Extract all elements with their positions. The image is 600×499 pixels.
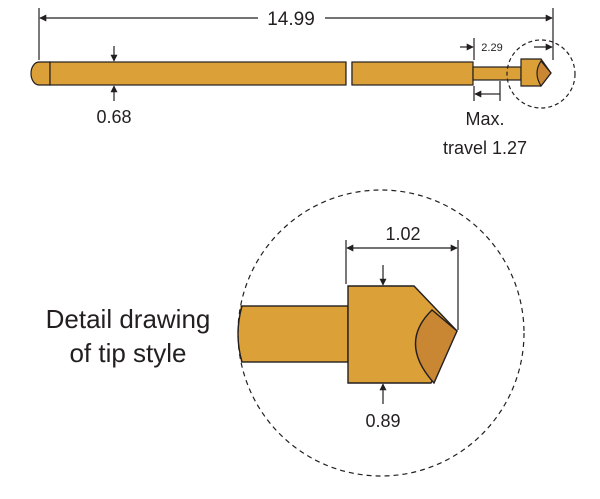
max-travel-label-line1: Max. — [465, 109, 504, 129]
barrel-diameter-label: 0.68 — [96, 107, 131, 127]
detail-tip-length-label: 1.02 — [385, 224, 420, 244]
barrel-diameter-dimension: 0.68 — [96, 46, 132, 127]
detail-tip-length-dimension: 1.02 — [345, 224, 459, 330]
max-travel-dimension: Max. travel 1.27 — [443, 81, 527, 158]
tip-length-label: 2.29 — [481, 42, 502, 54]
tip-detail-drawing — [237, 189, 525, 477]
detail-caption-line2: of tip style — [69, 338, 186, 368]
probe-body — [30, 58, 552, 88]
detail-tip-diameter-label: 0.89 — [365, 411, 400, 431]
detail-callout-circle — [506, 39, 576, 109]
tip-length-dimension: 2.29 — [460, 38, 553, 60]
detail-caption-line1: Detail drawing — [46, 304, 211, 334]
detail-tip-diameter-dimension: 0.89 — [365, 265, 401, 431]
overall-length-dimension: 14.99 — [38, 8, 554, 60]
overall-length-label: 14.99 — [267, 9, 315, 30]
max-travel-label-line2: travel 1.27 — [443, 138, 527, 158]
